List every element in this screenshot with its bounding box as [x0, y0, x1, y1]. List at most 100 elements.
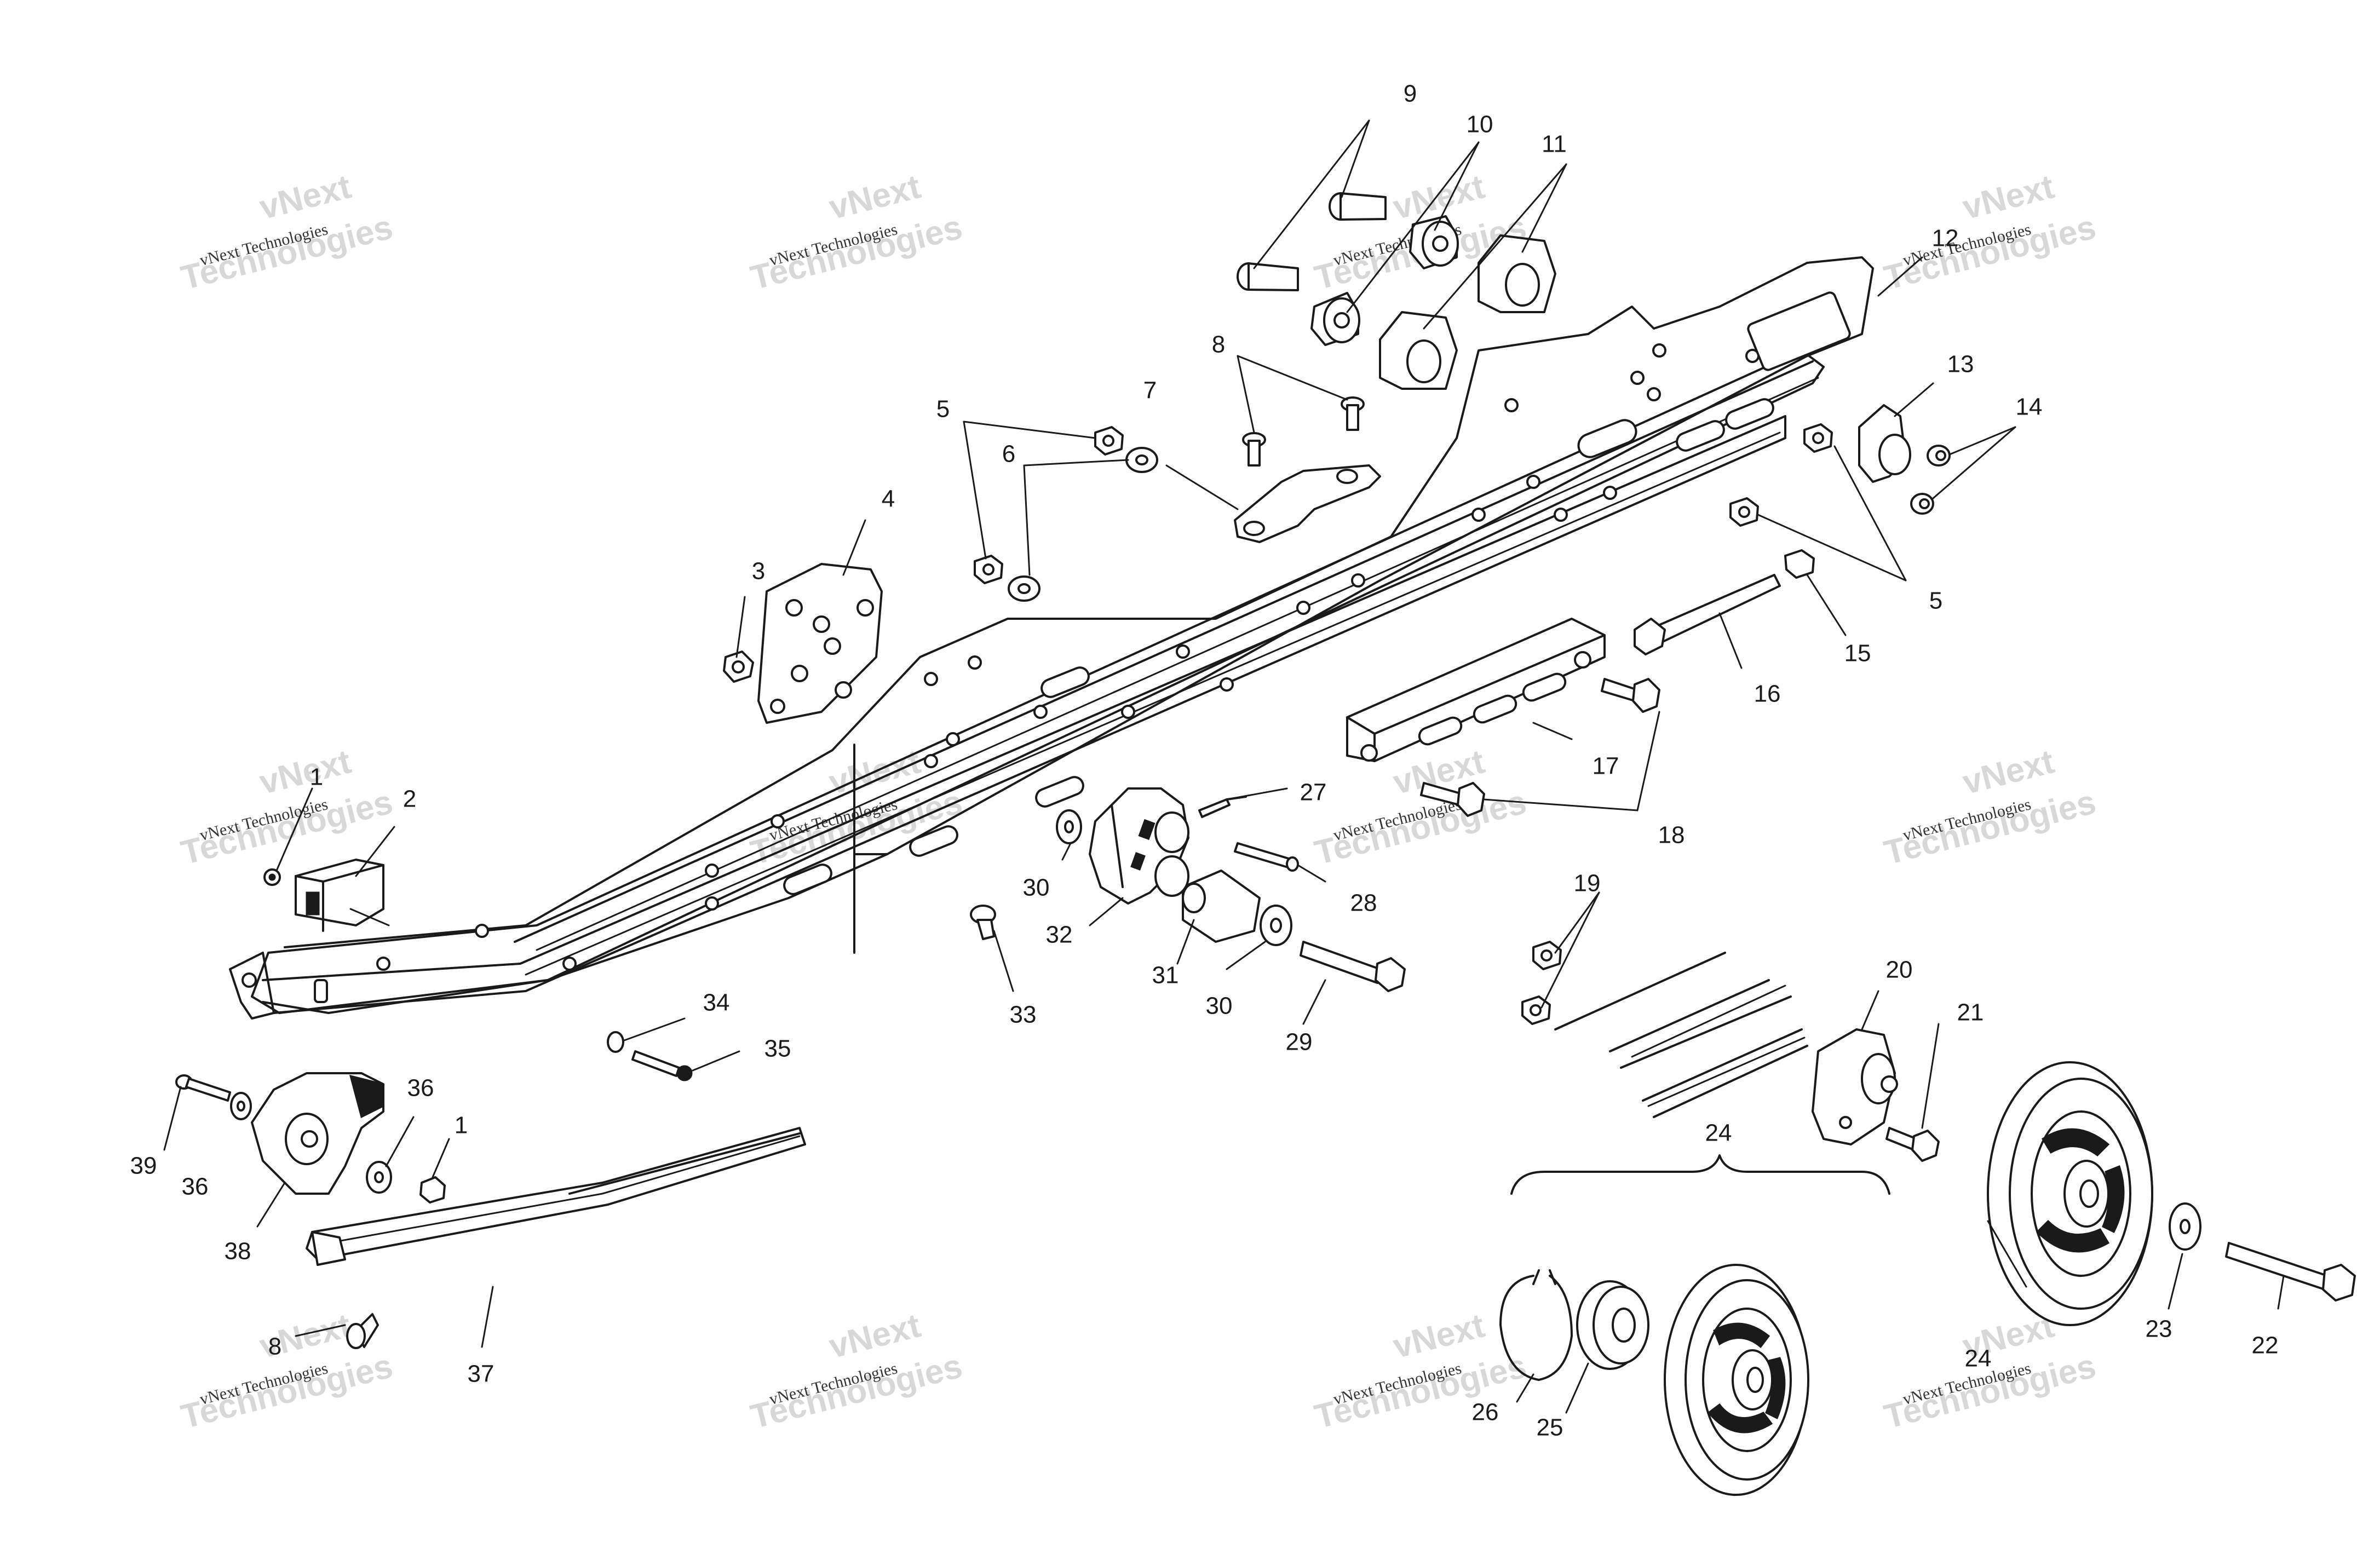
label-part-8-upper: 8	[1212, 331, 1225, 358]
nut-part-1-front	[263, 868, 281, 886]
svg-text:vNext: vNext	[1959, 742, 2058, 802]
label-part-24-wheel: 24	[1965, 1345, 1992, 1372]
label-part-29: 29	[1286, 1029, 1313, 1056]
spacer-part-11-a	[1478, 234, 1556, 313]
nut-part-14-a	[1927, 445, 1951, 467]
label-part-35: 35	[764, 1035, 791, 1062]
nut-part-5-a	[1094, 426, 1124, 456]
label-part-27: 27	[1300, 779, 1327, 806]
rail-assembly	[229, 256, 1874, 1020]
bolt-part-29	[1300, 941, 1406, 992]
label-part-2: 2	[403, 786, 416, 813]
label-part-22: 22	[2252, 1332, 2279, 1359]
rail-top-flange-inner	[536, 377, 1819, 951]
label-part-3: 3	[752, 558, 765, 585]
label-part-6: 6	[1002, 441, 1015, 468]
washer-part-6-a	[1125, 447, 1158, 473]
watermark-2: vNext Technologies vNext Technologies	[747, 168, 966, 297]
snap-ring-part-26	[1499, 1269, 1573, 1381]
label-part-31: 31	[1152, 962, 1179, 989]
nut-part-3	[723, 650, 754, 683]
label-part-30-left: 30	[1023, 874, 1050, 901]
spacer-part-31	[1182, 870, 1261, 943]
svg-text:vNext: vNext	[1959, 168, 2058, 227]
nut-part-5-b	[974, 555, 1003, 584]
spacer-part-11-b	[1379, 311, 1458, 390]
label-part-32: 32	[1046, 922, 1073, 948]
label-part-9: 9	[1404, 80, 1417, 107]
idler-arm-part-32	[1089, 787, 1189, 905]
label-part-7: 7	[1143, 377, 1157, 404]
watermark-8: vNext Technologies vNext Technologies	[1881, 742, 2100, 872]
label-part-8-lower: 8	[268, 1333, 281, 1360]
bumper-part-38	[251, 1072, 384, 1195]
label-part-37: 37	[468, 1361, 495, 1387]
label-part-24-group: 24	[1705, 1120, 1732, 1147]
bolt-part-18-a	[1601, 678, 1660, 713]
leader-lines	[163, 119, 2285, 1414]
label-part-11: 11	[1542, 131, 1567, 158]
label-part-33: 33	[1010, 1001, 1037, 1028]
label-part-14: 14	[2016, 394, 2043, 421]
label-part-23: 23	[2146, 1316, 2172, 1343]
washer-part-36-b	[366, 1161, 392, 1194]
washer-part-30-b	[1260, 905, 1292, 946]
rail-slide-channel	[262, 415, 1786, 1014]
bolt-part-9-a	[1329, 192, 1387, 221]
rail-rear-bracket	[853, 744, 888, 954]
bolt-part-18-b	[1420, 782, 1485, 817]
svg-text:vNext: vNext	[825, 168, 924, 227]
watermark-9: vNext Technologies vNext Technologies	[177, 1306, 396, 1436]
watermark-1: vNext Technologies vNext Technologies	[177, 168, 396, 297]
rail-slide-channel-inner	[525, 431, 1781, 976]
label-part-17: 17	[1593, 753, 1619, 780]
svg-text:vNext: vNext	[256, 742, 355, 802]
rail-lower-beam	[251, 349, 1825, 1014]
bar-part-17	[1346, 618, 1606, 762]
bushing-part-10-a	[1409, 215, 1459, 269]
label-part-19: 19	[1574, 870, 1601, 897]
label-part-28: 28	[1350, 890, 1377, 917]
bolt-part-39	[175, 1074, 231, 1102]
rivet-part-8-b	[1341, 396, 1365, 431]
axle-bracket-part-20	[1812, 1028, 1898, 1145]
rail-top-flange	[514, 360, 1814, 943]
wheel-part-24-left	[1664, 1264, 1809, 1496]
bolt-part-35	[631, 1050, 693, 1081]
rail-holes	[376, 343, 1760, 971]
label-part-12: 12	[1932, 225, 1959, 252]
label-part-30-right: 30	[1206, 993, 1233, 1020]
label-part-18: 18	[1658, 822, 1685, 849]
watermark-10: vNext Technologies vNext Technologies	[747, 1306, 966, 1436]
rivet-part-33	[970, 905, 996, 940]
bracket-part-7	[1234, 464, 1381, 543]
bushing-part-10-b	[1310, 292, 1360, 346]
label-part-26: 26	[1472, 1399, 1499, 1426]
bolt-part-21	[1885, 1127, 1940, 1162]
cotter-pin-part-27	[1198, 796, 1247, 818]
washer-part-36-a	[230, 1092, 252, 1120]
bearing-part-25	[1576, 1280, 1649, 1370]
nut-part-14-b	[1910, 493, 1934, 515]
svg-text:vNext: vNext	[1389, 1306, 1488, 1366]
label-part-1-lower: 1	[455, 1112, 468, 1139]
rivet-part-8-a	[1242, 432, 1266, 467]
pin-part-28	[1234, 842, 1299, 872]
label-part-20: 20	[1886, 957, 1913, 983]
block-part-2	[295, 859, 384, 932]
washer-part-6-b	[1008, 575, 1040, 602]
part-labels: 1 2 3 4 5 5 6 7 8 8 9 10 11 12 13 14 15 …	[130, 80, 2279, 1441]
rail-slots	[783, 291, 1851, 895]
rail-side-plate	[262, 256, 1874, 1014]
label-part-10: 10	[1467, 111, 1493, 138]
bolt-part-9-b	[1237, 262, 1299, 291]
washer-part-30-a	[1056, 809, 1082, 844]
label-part-25: 25	[1537, 1414, 1563, 1441]
watermark-5: vNext Technologies vNext Technologies	[177, 742, 396, 872]
svg-text:vNext: vNext	[256, 168, 355, 227]
nut-part-1-lower	[419, 1176, 446, 1204]
washer-part-34	[607, 1031, 624, 1053]
nut-part-5-d	[1729, 497, 1759, 527]
watermark-7: vNext Technologies vNext Technologies	[1311, 742, 1530, 872]
label-part-21: 21	[1957, 999, 1984, 1026]
